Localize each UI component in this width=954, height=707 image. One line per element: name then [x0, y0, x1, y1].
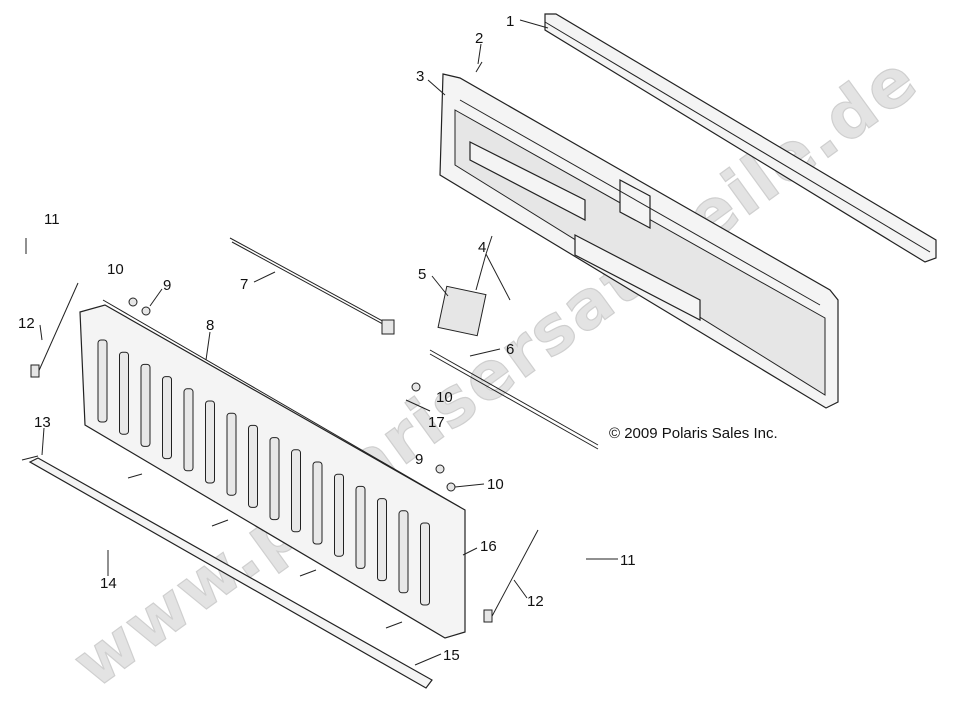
callout-14: 14 — [100, 575, 117, 592]
part-3-inner-panel — [439, 73, 839, 409]
callout-17: 17 — [428, 414, 445, 431]
callout-7: 7 — [240, 276, 248, 293]
panel-rib — [140, 363, 151, 447]
part-8-outer-panel — [79, 304, 466, 639]
part-12-cable-right — [483, 529, 539, 623]
callout-8: 8 — [206, 317, 214, 334]
callout-1: 1 — [506, 13, 514, 30]
callout-labels: 1 2 3 4 5 6 7 8 9 9 10 10 10 11 11 12 12… — [18, 13, 636, 664]
panel-rib — [355, 485, 366, 569]
callout-12a: 12 — [18, 315, 35, 332]
callout-9a: 9 — [163, 277, 171, 294]
callout-6: 6 — [506, 341, 514, 358]
part-7-rod — [229, 237, 395, 335]
panel-rib — [398, 510, 409, 594]
panel-rib — [269, 437, 280, 521]
panel-ribs — [97, 339, 430, 606]
callout-10b: 10 — [436, 389, 453, 406]
leader-lines — [39, 19, 618, 666]
panel-rib — [420, 522, 430, 606]
callout-11b: 11 — [620, 552, 636, 569]
callout-10a: 10 — [107, 261, 124, 278]
panel-rib — [97, 339, 108, 423]
panel-rib — [334, 473, 344, 557]
part-6-rod — [429, 349, 599, 450]
part-12-cable-left — [30, 282, 79, 378]
part-16-seal — [102, 299, 461, 508]
part-5-latch — [437, 285, 487, 337]
callout-16: 16 — [480, 538, 497, 555]
panel-rib — [183, 388, 194, 472]
panel-rib — [162, 376, 172, 460]
callout-10c: 10 — [487, 476, 504, 493]
fasteners — [21, 61, 600, 629]
callout-13: 13 — [34, 414, 51, 431]
callout-2: 2 — [475, 30, 483, 47]
callout-4: 4 — [478, 239, 486, 256]
callout-3: 3 — [416, 68, 424, 85]
panel-rib — [248, 424, 258, 508]
callout-12b: 12 — [527, 593, 544, 610]
callout-15: 15 — [443, 647, 460, 664]
callout-5: 5 — [418, 266, 426, 283]
panel-rib — [205, 400, 215, 484]
panel-rib — [119, 351, 129, 435]
panel-rib — [312, 461, 323, 545]
callout-11a: 11 — [44, 211, 60, 228]
part-15-bottom-bar — [28, 457, 433, 689]
panel-rib — [377, 498, 387, 582]
panel-rib — [226, 412, 237, 496]
part-1-top-cap — [544, 13, 937, 263]
panel-rib — [291, 449, 301, 533]
callout-9b: 9 — [415, 451, 423, 468]
copyright-text: © 2009 Polaris Sales Inc. — [609, 425, 778, 442]
